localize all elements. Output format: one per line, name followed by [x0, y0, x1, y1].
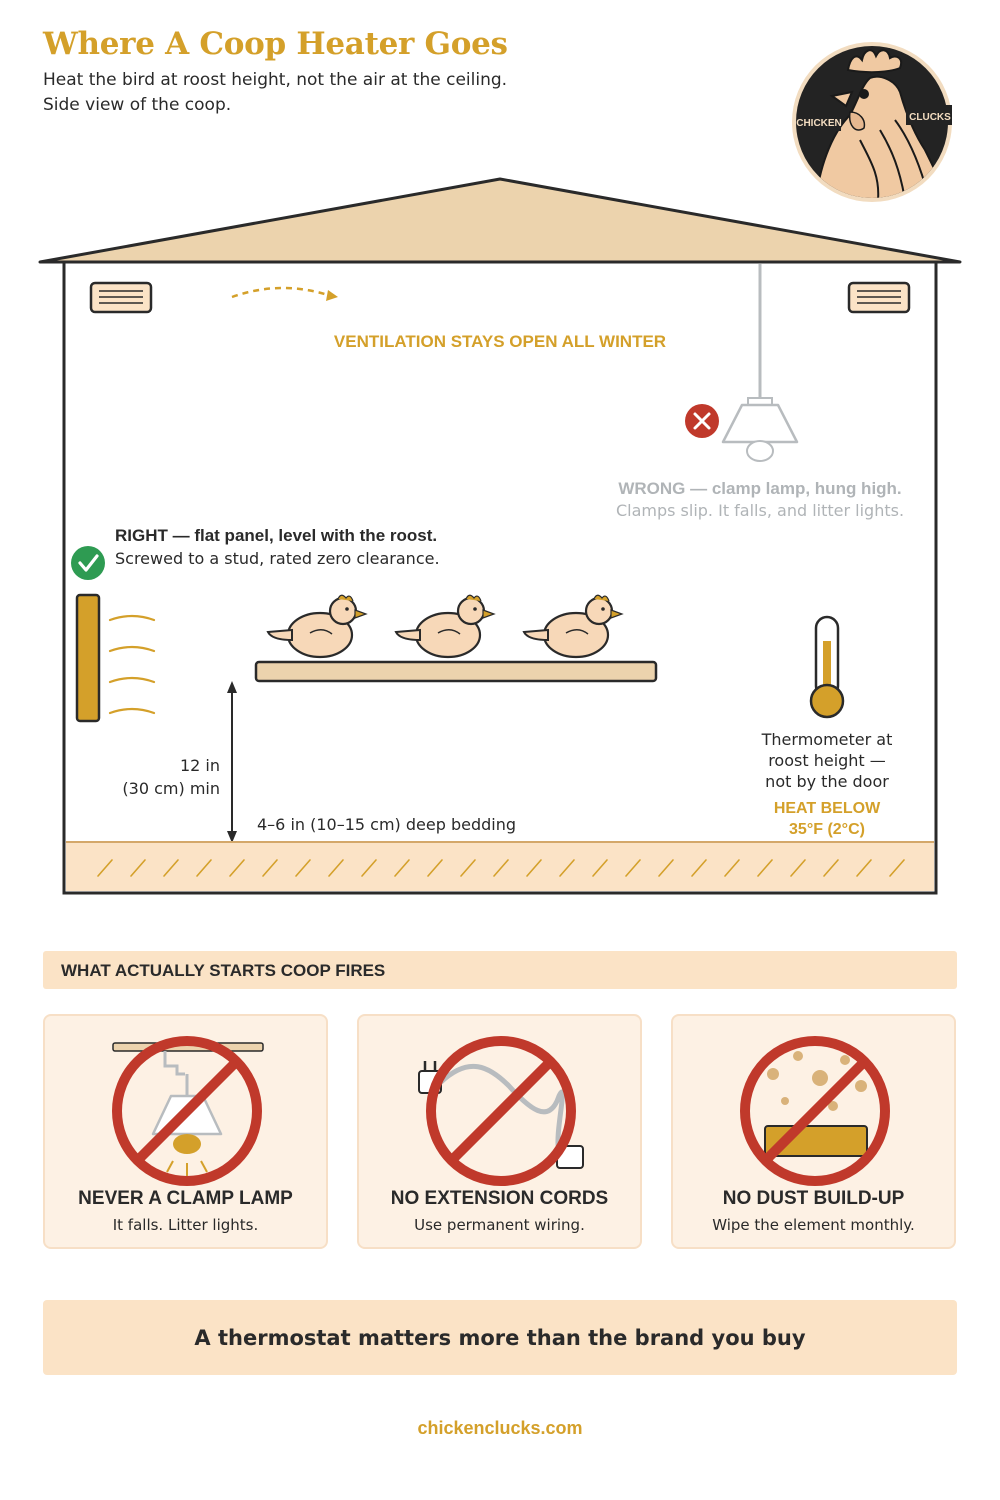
panel-heater [75, 593, 101, 723]
check-icon [71, 546, 105, 580]
logo: CHICKEN CLUCKS [792, 42, 952, 202]
footer-url[interactable]: chickenclucks.com [417, 1418, 583, 1438]
thermometer-label-line-3: not by the door [765, 772, 889, 791]
bedding-hatch-mark [295, 859, 311, 877]
coop-roof [38, 177, 962, 264]
bedding-hatch-mark [361, 859, 377, 877]
bedding-hatch-mark [823, 859, 839, 877]
rooster-logo-icon [813, 49, 948, 198]
bedding-hatch-mark [889, 859, 905, 877]
logo-right-text: CLUCKS [909, 112, 951, 123]
height-label-line-1: 12 in [180, 756, 220, 775]
bedding-hatch-mark [856, 859, 872, 877]
bedding-hatch [97, 859, 905, 877]
card-dust: NO DUST BUILD-UP Wipe the element monthl… [671, 1014, 956, 1249]
ventilation-label: VENTILATION STAYS OPEN ALL WINTER [334, 332, 666, 351]
bedding-label: 4–6 in (10–15 cm) deep bedding [257, 815, 516, 834]
card-text: It falls. Litter lights. [112, 1216, 259, 1234]
heat-threshold-line-2: 35°F (2°C) [789, 821, 865, 838]
logo-left-text: CHICKEN [796, 118, 842, 129]
thermometer-label-line-2: roost height — [768, 751, 886, 770]
chicken-icon [522, 594, 624, 659]
chicken-icon [394, 594, 496, 659]
no-clamp-lamp-icon [112, 1036, 264, 1186]
bedding-hatch-mark [790, 859, 806, 877]
right-text: Screwed to a stud, rated zero clearance. [115, 549, 440, 568]
wrong-x-icon [685, 404, 719, 438]
fire-causes-title: WHAT ACTUALLY STARTS COOP FIRES [61, 961, 386, 980]
no-extension-cord-icon [418, 1036, 584, 1186]
bedding-hatch-mark [229, 859, 245, 877]
bedding-hatch-mark [724, 859, 740, 877]
height-arrow-icon [227, 681, 237, 843]
bedding [66, 842, 934, 891]
bedding-hatch-mark [196, 859, 212, 877]
thermometer-icon [809, 615, 845, 719]
height-label-line-2: (30 cm) min [122, 779, 220, 798]
hanging-clamp-lamp-icon [721, 264, 799, 462]
heat-threshold-line-1: HEAT BELOW [774, 800, 881, 817]
card-title: NO DUST BUILD-UP [722, 1188, 905, 1209]
airflow-arrow-icon [231, 286, 338, 301]
coop-walls [62, 260, 938, 895]
bedding-hatch-mark [625, 859, 641, 877]
vent-left-icon [89, 281, 153, 314]
bedding-hatch-mark [130, 859, 146, 877]
card-text: Wipe the element monthly. [712, 1216, 915, 1234]
bedding-hatch-mark [460, 859, 476, 877]
wrong-text: Clamps slip. It falls, and litter lights… [616, 501, 904, 520]
bedding-hatch-mark [262, 859, 278, 877]
vent-right-icon [847, 281, 911, 314]
bedding-hatch-mark [163, 859, 179, 877]
wrong-title: WRONG — clamp lamp, hung high. [618, 479, 901, 498]
no-dust-icon [740, 1036, 890, 1186]
banner-text: A thermostat matters more than the brand… [194, 1326, 806, 1350]
bedding-hatch-mark [526, 859, 542, 877]
right-title: RIGHT — flat panel, level with the roost… [115, 526, 437, 545]
bedding-hatch-mark [394, 859, 410, 877]
card-clamp-lamp: NEVER A CLAMP LAMP It falls. Litter ligh… [43, 1014, 328, 1249]
bedding-hatch-mark [328, 859, 344, 877]
card-title: NO EXTENSION CORDS [390, 1188, 609, 1209]
bedding-hatch-mark [592, 859, 608, 877]
page-title: Where A Coop Heater Goes [43, 26, 508, 62]
card-title: NEVER A CLAMP LAMP [78, 1188, 293, 1209]
heat-waves-icon [108, 614, 156, 715]
bedding-hatch-mark [559, 859, 575, 877]
bedding-hatch-mark [691, 859, 707, 877]
bedding-hatch-mark [757, 859, 773, 877]
bedding-hatch-mark [493, 859, 509, 877]
card-extension-cord: NO EXTENSION CORDS Use permanent wiring. [357, 1014, 642, 1249]
fire-causes-header: WHAT ACTUALLY STARTS COOP FIRES [43, 951, 957, 989]
card-text: Use permanent wiring. [414, 1216, 585, 1234]
thermometer-label-line-1: Thermometer at [761, 730, 893, 749]
bedding-hatch-mark [427, 859, 443, 877]
bedding-hatch-mark [97, 859, 113, 877]
subtitle-line-2: Side view of the coop. [43, 95, 232, 115]
chicken-icon [266, 594, 368, 659]
thermostat-banner: A thermostat matters more than the brand… [43, 1300, 957, 1375]
roost-bar [254, 660, 658, 683]
bedding-hatch-mark [658, 859, 674, 877]
coop-diagram: CHICKEN CLUCKS VENTILATION STAYS OPEN AL… [38, 42, 962, 895]
subtitle-line-1: Heat the bird at roost height, not the a… [43, 70, 508, 90]
